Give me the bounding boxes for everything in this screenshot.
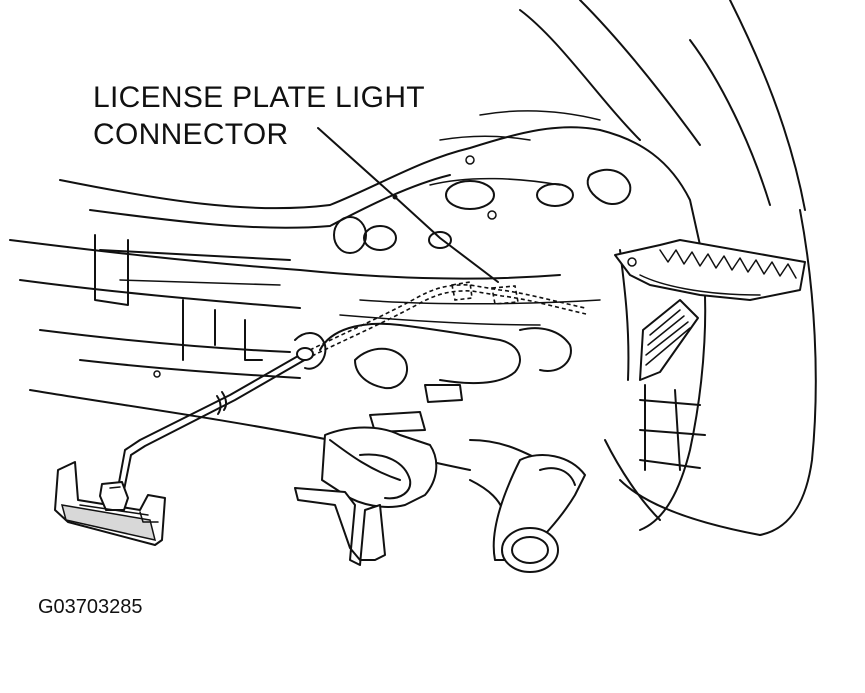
rear-panel-lines bbox=[9, 234, 601, 471]
callout-leader-line bbox=[317, 127, 499, 283]
tail-lamp-bracket bbox=[614, 239, 806, 301]
license-plate-lamp bbox=[54, 461, 166, 546]
side-vent bbox=[639, 299, 699, 381]
callout-label-line-1: LICENSE PLATE LIGHT bbox=[93, 81, 425, 114]
hidden-harness bbox=[309, 284, 587, 357]
callout-label-line-2: CONNECTOR bbox=[93, 118, 289, 151]
figure-id: G03703285 bbox=[38, 596, 143, 618]
trunk-body-panel bbox=[59, 0, 806, 246]
wire-harness bbox=[117, 347, 314, 491]
center-recess bbox=[294, 322, 572, 433]
latch-bracket bbox=[294, 426, 541, 566]
exhaust-pipe bbox=[492, 454, 586, 573]
panel-holes bbox=[333, 155, 632, 254]
license-plate-light-connector bbox=[451, 281, 519, 305]
callout-leader-dot bbox=[392, 194, 398, 200]
